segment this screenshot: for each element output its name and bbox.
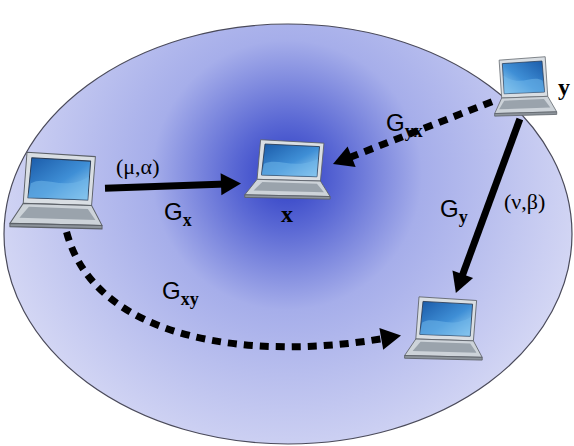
arrow-head — [379, 328, 401, 350]
arrow-head — [333, 146, 356, 166]
laptop-node: y — [494, 55, 570, 117]
coverage-ellipse — [4, 24, 572, 444]
channel-gain-label: Gy — [440, 196, 468, 222]
laptop-node: x — [243, 138, 331, 226]
interference-link — [347, 102, 492, 159]
channel-gain-label: Gx — [164, 199, 192, 225]
laptop-icon — [243, 138, 331, 200]
laptop-figure — [494, 55, 558, 117]
laptop-node — [8, 150, 103, 230]
laptop-icon — [494, 55, 558, 117]
laptop-figure — [403, 295, 483, 361]
laptop-node — [403, 295, 483, 361]
laptop-figure — [243, 138, 331, 200]
power-parameter-label: (μ,α) — [116, 155, 159, 179]
laptop-figure — [8, 150, 103, 230]
arrow-head — [221, 173, 241, 195]
channel-gain-label: Gyx — [386, 110, 423, 136]
laptop-icon — [8, 150, 103, 230]
data-link — [105, 184, 226, 188]
interference-link — [67, 232, 387, 347]
node-label: y — [558, 75, 570, 99]
power-parameter-label: (ν,β) — [504, 190, 545, 214]
arrow-head — [452, 270, 473, 293]
node-label: x — [281, 202, 293, 226]
laptop-icon — [403, 295, 483, 361]
channel-gain-label: Gxy — [162, 278, 199, 304]
